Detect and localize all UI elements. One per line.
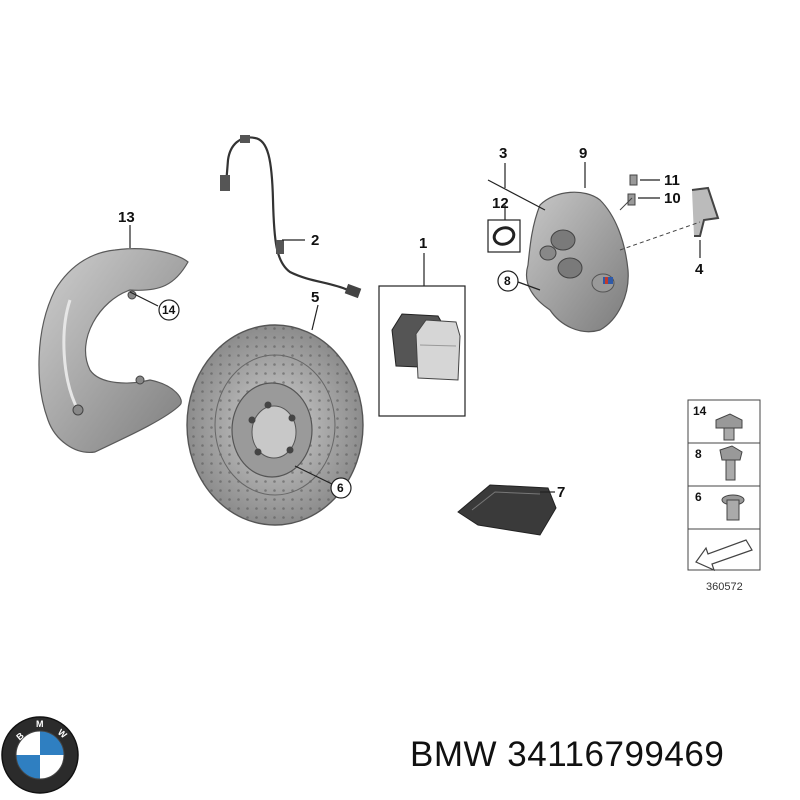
callout-12: 12 [492,195,509,212]
retaining-spring-part [619,186,720,251]
bmw-logo-icon: B M W [1,716,79,794]
callout-14: 14 [162,303,176,317]
bleeder-valves-part [619,174,638,211]
callout-1: 1 [419,235,427,252]
legend-label-14: 14 [693,404,707,418]
callout-7: 7 [557,484,565,501]
callout-3: 3 [499,145,507,162]
legend-label-8: 8 [695,447,702,461]
callout-10: 10 [664,190,681,207]
svg-text:M: M [36,719,44,729]
bolt-14-icon [715,413,743,441]
silencer-pad-part [457,484,557,536]
svg-text:B: B [14,730,26,742]
bolt-8-icon [719,445,743,481]
legend-label-6: 6 [695,490,702,504]
brake-caliper-part [526,191,629,333]
brake-pads-part [391,313,461,381]
brake-shield-part [38,248,189,453]
callout-13: 13 [118,209,135,226]
callout-9: 9 [579,145,587,162]
fastener-legend: 14 8 6 [687,399,761,572]
direction-arrow-icon [695,539,753,572]
callout-6: 6 [337,481,344,495]
bolt-6-icon [721,494,745,521]
callout-8: 8 [504,274,511,288]
callout-5: 5 [311,289,319,306]
callout-4: 4 [695,261,704,278]
seal-ring-part [492,226,516,246]
diagram-reference: 360572 [706,581,743,593]
brake-disc-part [186,324,364,526]
callout-11: 11 [664,172,680,189]
wear-sensor-part [220,135,362,299]
part-number-caption: BMW 34116799469 [410,735,725,774]
callout-2: 2 [311,232,319,249]
